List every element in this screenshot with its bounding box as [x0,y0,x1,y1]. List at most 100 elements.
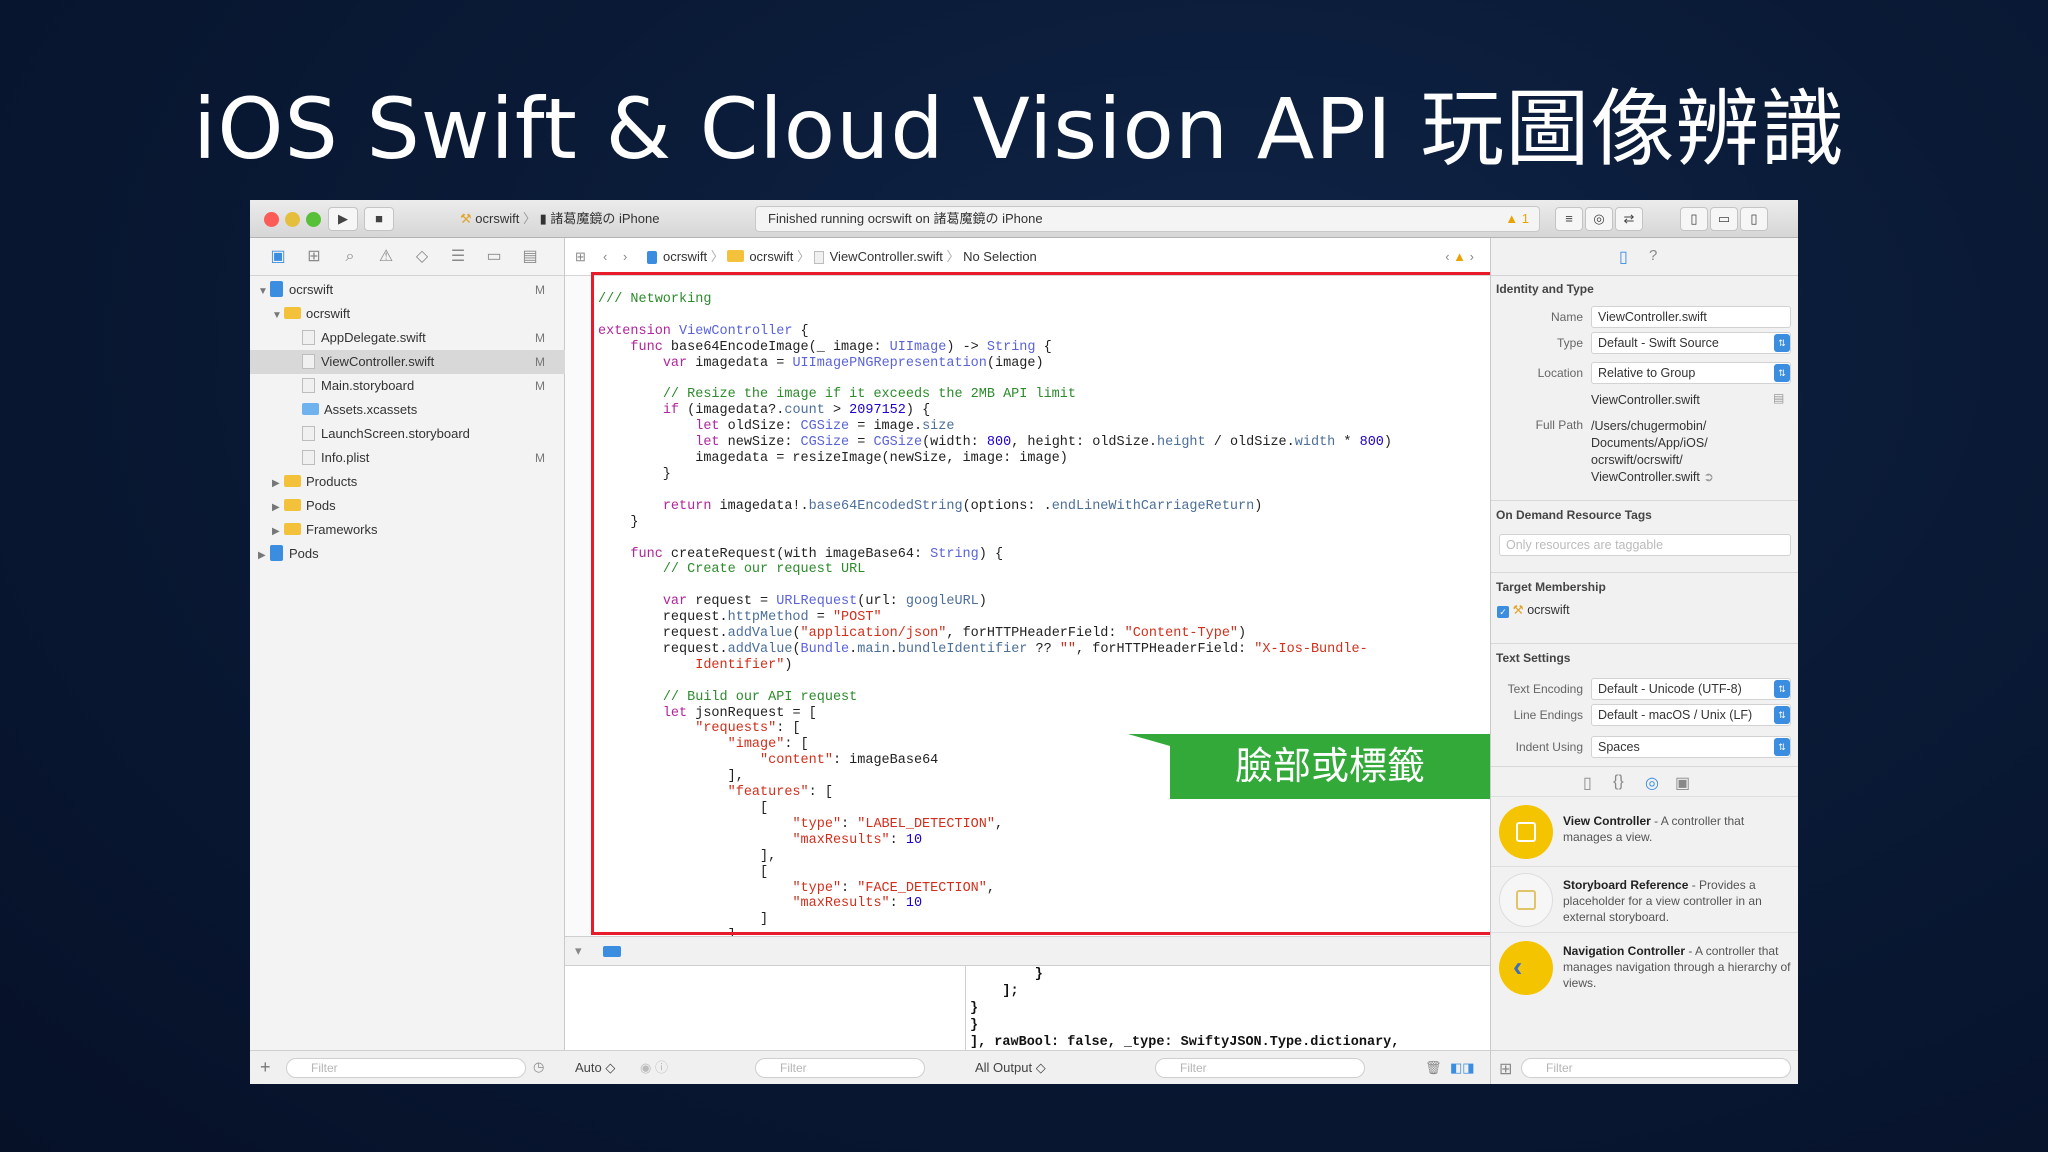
scm-badge: M [535,379,545,393]
warning-badge[interactable]: ▲ 1 [1505,207,1529,231]
test-tab-icon[interactable]: ◇ [415,248,429,265]
breadcrumb-group[interactable]: ocrswift [749,249,794,264]
fullpath-line: Documents/App/iOS/ [1591,436,1708,450]
venn-icon: ◎ [1593,211,1605,226]
hierarchy-tab-icon[interactable]: ⊞ [307,248,321,265]
indent-select[interactable]: Spaces⇅ [1591,736,1791,758]
add-icon[interactable]: + [260,1057,271,1077]
help-inspector-icon[interactable]: ? [1649,247,1658,264]
folder-icon [284,523,301,535]
warning-count: 1 [1521,211,1529,226]
report-tab-icon[interactable]: ▤ [522,248,538,265]
scheme-selector[interactable]: ⚒ ocrswift 〉 ▮ 諸葛魔鏡の iPhone [460,211,660,226]
grid-view-icon[interactable]: ⊞ [1499,1061,1513,1078]
toggle-inspector-button[interactable]: ▯ [1740,207,1768,231]
endings-label: Line Endings [1513,708,1583,722]
type-select[interactable]: Default - Swift Source⇅ [1591,332,1791,354]
eye-icon[interactable]: ◉ ⓘ [640,1060,668,1075]
media-library-icon[interactable]: ▣ [1675,775,1691,792]
navigator-filter-input[interactable]: Filter [286,1058,526,1078]
encoding-value: Default - Unicode (UTF-8) [1598,682,1742,696]
console-filter-input[interactable]: Filter [1155,1058,1365,1078]
back-icon[interactable]: ‹ [603,249,608,264]
close-window-button[interactable] [264,212,279,227]
file-inspector-icon[interactable]: ▯ [1619,249,1628,266]
variables-filter-input[interactable]: Filter [755,1058,925,1078]
activity-status: Finished running ocrswift on 諸葛魔鏡の iPhon… [755,206,1540,232]
search-tab-icon[interactable]: ⌕ [345,248,355,265]
library-item[interactable]: Storyboard Reference - Provides a placeh… [1491,866,1798,932]
checkbox-checked-icon[interactable]: ✓ [1497,606,1509,618]
minimize-window-button[interactable] [285,212,300,227]
library-tabs: ▯ {} ◎ ▣ [1491,766,1798,796]
forward-icon[interactable]: › [623,249,628,264]
target-header: Target Membership [1496,580,1606,594]
output-select[interactable]: All Output ◇ [975,1060,1046,1075]
library-item[interactable]: ‹ Navigation Controller - A controller t… [1491,932,1798,1002]
navigation-controller-icon: ‹ [1499,941,1553,995]
folder-icon [284,499,301,511]
breakpoint-tab-icon[interactable]: ▭ [486,248,502,265]
storyboard-file-icon [302,378,315,393]
folder-tab-icon[interactable]: ▣ [270,248,286,265]
toggle-navigator-button[interactable]: ▯ [1680,207,1708,231]
asset-catalog-icon [302,403,319,415]
assistant-editor-button[interactable]: ◎ [1585,207,1613,231]
name-field[interactable]: ViewController.swift [1591,306,1791,328]
issue-nav-icon[interactable]: ‹ ▲ › [1445,249,1474,264]
tree-row[interactable]: ▶Pods [250,542,565,566]
folder-browse-icon[interactable]: ▤ [1773,391,1785,405]
tree-row[interactable]: ▶Pods [250,494,565,518]
select-stepper-icon: ⇅ [1774,738,1790,756]
console-output[interactable]: } ]; } } ], rawBool: false, _type: Swift… [970,966,1399,1051]
odr-tags-field[interactable]: Only resources are taggable [1499,534,1791,556]
breadcrumb-symbol[interactable]: No Selection [963,249,1037,264]
tree-row[interactable]: LaunchScreen.storyboard [250,422,565,446]
hide-debug-icon[interactable]: ▾ [575,943,582,958]
object-library-icon[interactable]: ◎ [1645,775,1659,792]
variables-scope-select[interactable]: Auto ◇ [575,1060,616,1075]
trash-icon[interactable]: 🗑 [1425,1060,1442,1075]
tree-row[interactable]: ▶Products [250,470,565,494]
location-select[interactable]: Relative to Group⇅ [1591,362,1791,384]
tree-label: ocrswift [289,282,334,297]
stop-button[interactable]: ■ [364,207,394,231]
breadcrumb-file[interactable]: ViewController.swift [829,249,943,264]
code-area[interactable]: /// Networking extension ViewController … [565,276,1490,943]
debug-tab-icon[interactable]: ☰ [450,248,466,265]
library-item-title: Storyboard Reference [1563,878,1689,892]
breadcrumb-project[interactable]: ocrswift [663,249,708,264]
related-items-icon[interactable]: ⊞ [575,249,586,264]
endings-select[interactable]: Default - macOS / Unix (LF)⇅ [1591,704,1791,726]
zoom-window-button[interactable] [306,212,321,227]
breakpoints-toggle-icon[interactable] [603,946,621,957]
code-text[interactable]: /// Networking extension ViewController … [598,292,1393,943]
tree-row[interactable]: ▼ocrswift [250,302,565,326]
version-editor-button[interactable]: ⇄ [1615,207,1643,231]
issue-tab-icon[interactable]: ⚠ [378,248,394,265]
section-divider [1491,643,1798,644]
encoding-select[interactable]: Default - Unicode (UTF-8)⇅ [1591,678,1791,700]
console-line: ]; [970,984,1019,999]
reveal-arrow-icon[interactable]: ➲ [1703,470,1714,484]
tree-row[interactable]: Assets.xcassets [250,398,565,422]
tree-row[interactable]: ▶Frameworks [250,518,565,542]
recent-files-icon[interactable]: ◷ [533,1059,545,1074]
split-view-icon[interactable]: ◧◨ [1450,1060,1475,1075]
select-stepper-icon: ⇅ [1774,364,1790,382]
target-row[interactable]: ✓ ⚒ ocrswift [1497,602,1570,618]
console-line: ], rawBool: false, _type: SwiftyJSON.Typ… [970,1035,1400,1050]
library-filter-input[interactable]: Filter [1521,1058,1791,1078]
library-item[interactable]: View Controller - A controller that mana… [1491,796,1798,866]
code-snippet-icon[interactable]: {} [1613,773,1624,790]
run-button[interactable]: ▶ [328,207,358,231]
toggle-debug-button[interactable]: ▭ [1710,207,1738,231]
file-template-icon[interactable]: ▯ [1583,775,1592,792]
standard-editor-button[interactable]: ≡ [1555,207,1583,231]
